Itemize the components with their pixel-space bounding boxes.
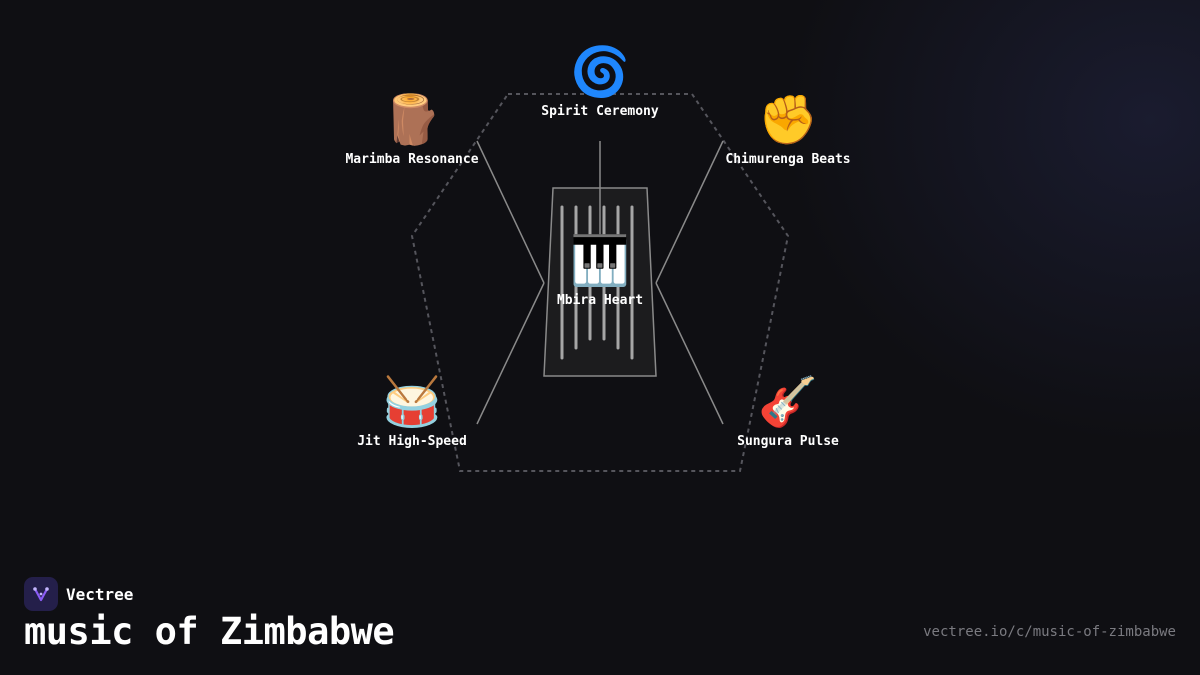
brand-name: Vectree [66,584,134,604]
drum-icon: 🥁 [382,374,442,430]
node-label: Chimurenga Beats [725,152,851,167]
connector-chimurenga-beats [655,140,724,284]
guitar-icon: 🎸 [758,374,818,430]
connector-marimba-resonance [476,140,545,284]
wood-log-icon: 🪵 [382,92,442,148]
node-label: Mbira Heart [556,293,644,308]
node-sungura-pulse: 🎸 Sungura Pulse [737,374,839,449]
connectors [476,140,724,425]
connector-sungura-pulse [655,282,724,425]
page-url[interactable]: vectree.io/c/music-of-zimbabwe [923,624,1176,640]
piano-keys-icon: 🎹 [570,233,630,289]
mbira-body [543,187,657,377]
node-mbira-heart: 🎹 Mbira Heart [557,233,643,308]
node-label: Spirit Ceremony [541,104,659,119]
connector-jit-high-speed [476,282,545,425]
hexagon-outline [410,93,790,472]
raised-fist-icon: ✊ [758,92,818,148]
vectree-logo-mark [33,587,49,602]
cyclone-icon: 🌀 [570,44,630,100]
node-spirit-ceremony: 🌀 Spirit Ceremony [541,44,658,119]
vectree-logo-icon [24,577,58,611]
page-title: music of Zimbabwe [24,610,395,653]
node-jit-high-speed: 🥁 Jit High-Speed [357,374,467,449]
node-chimurenga-beats: ✊ Chimurenga Beats [725,92,850,167]
node-label: Sungura Pulse [737,434,839,449]
node-marimba-resonance: 🪵 Marimba Resonance [345,92,478,167]
mbira-tines [560,205,634,360]
node-label: Marimba Resonance [345,152,479,167]
node-label: Jit High-Speed [357,434,467,449]
brand: Vectree [24,577,133,611]
